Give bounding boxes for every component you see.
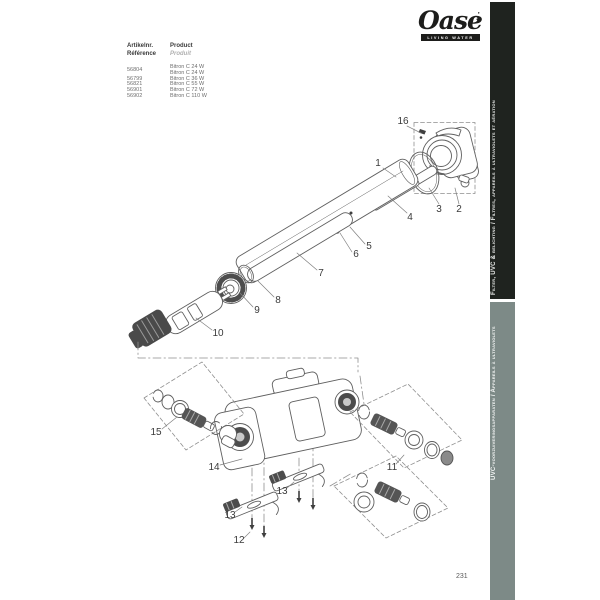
- product-name: Bitron C 24 W: [170, 69, 205, 76]
- screws-drawing: [249, 491, 316, 538]
- main-body-drawing: [214, 367, 362, 471]
- article-number: 56804: [127, 66, 143, 73]
- article-number: 56821: [127, 81, 143, 88]
- col-product-header-line1: Product: [170, 43, 193, 49]
- article-number: 56902: [127, 93, 143, 99]
- col-article-header-line2: Référence: [127, 50, 157, 57]
- callout-13a: 13: [276, 486, 288, 497]
- product-name: Bitron C 55 W: [170, 81, 205, 88]
- sidebar-band-subcategory: UVC-voorzuiveringsapparaten / Appareils …: [490, 302, 515, 600]
- sidebar-band-category-label: Filter, UVC & belichting / Filtres, appa…: [490, 100, 497, 295]
- callout-9: 9: [254, 305, 260, 316]
- product-name: Bitron C 36 W: [170, 75, 205, 82]
- col-product-header-line2: Produit: [170, 50, 191, 57]
- fitting-group-right-lower: [333, 455, 449, 539]
- callout-8: 8: [275, 295, 281, 306]
- sidebar-band-category: Filter, UVC & belichting / Filtres, appa…: [490, 2, 515, 299]
- product-name: Bitron C 110 W: [170, 93, 207, 99]
- callout-5: 5: [366, 241, 372, 252]
- uvc-lamp-drawing: [128, 286, 232, 349]
- callout-10: 10: [212, 328, 224, 339]
- clamp-upper-drawing: [269, 463, 325, 492]
- callout-16: 16: [397, 116, 409, 127]
- callout-7: 7: [318, 268, 324, 279]
- head-screw-drawing: [418, 129, 426, 139]
- callout-2: 2: [456, 204, 462, 215]
- callout-13b: 13: [224, 510, 236, 521]
- callout-1: 1: [375, 158, 381, 169]
- callout-leader-lines: [161, 125, 460, 539]
- oase-logo-tagline-bar: LIVING WATER: [421, 34, 480, 41]
- callout-15: 15: [150, 427, 162, 438]
- callout-6: 6: [353, 249, 359, 260]
- oase-logo: Oase ⁚ LIVING WATER: [416, 6, 486, 44]
- article-number: 56901: [127, 87, 143, 94]
- callout-14: 14: [208, 462, 220, 473]
- callout-12: 12: [233, 535, 245, 546]
- clamp-lower-drawing: [223, 491, 279, 520]
- callout-11: 11: [387, 462, 398, 473]
- product-name: Bitron C 72 W: [170, 87, 205, 94]
- article-number: 56799: [127, 75, 143, 82]
- sidebar-band-subcategory-label: UVC-voorzuiveringsapparaten / Appareils …: [491, 326, 497, 480]
- callout-3: 3: [436, 204, 442, 215]
- oase-logo-wordmark: Oase: [418, 6, 483, 35]
- page-number: 231: [456, 573, 468, 580]
- fitting-group-left: [143, 361, 245, 451]
- oase-logo-tagline: LIVING WATER: [427, 35, 474, 40]
- col-article-header-line1: Artikelnr.: [127, 43, 154, 49]
- fitting-group-right-upper: [349, 383, 463, 469]
- quartz-tube-drawing: [247, 212, 353, 282]
- head-unit-drawing: [422, 126, 479, 188]
- product-name: Bitron C 24 W: [170, 64, 205, 70]
- callout-4: 4: [407, 212, 413, 223]
